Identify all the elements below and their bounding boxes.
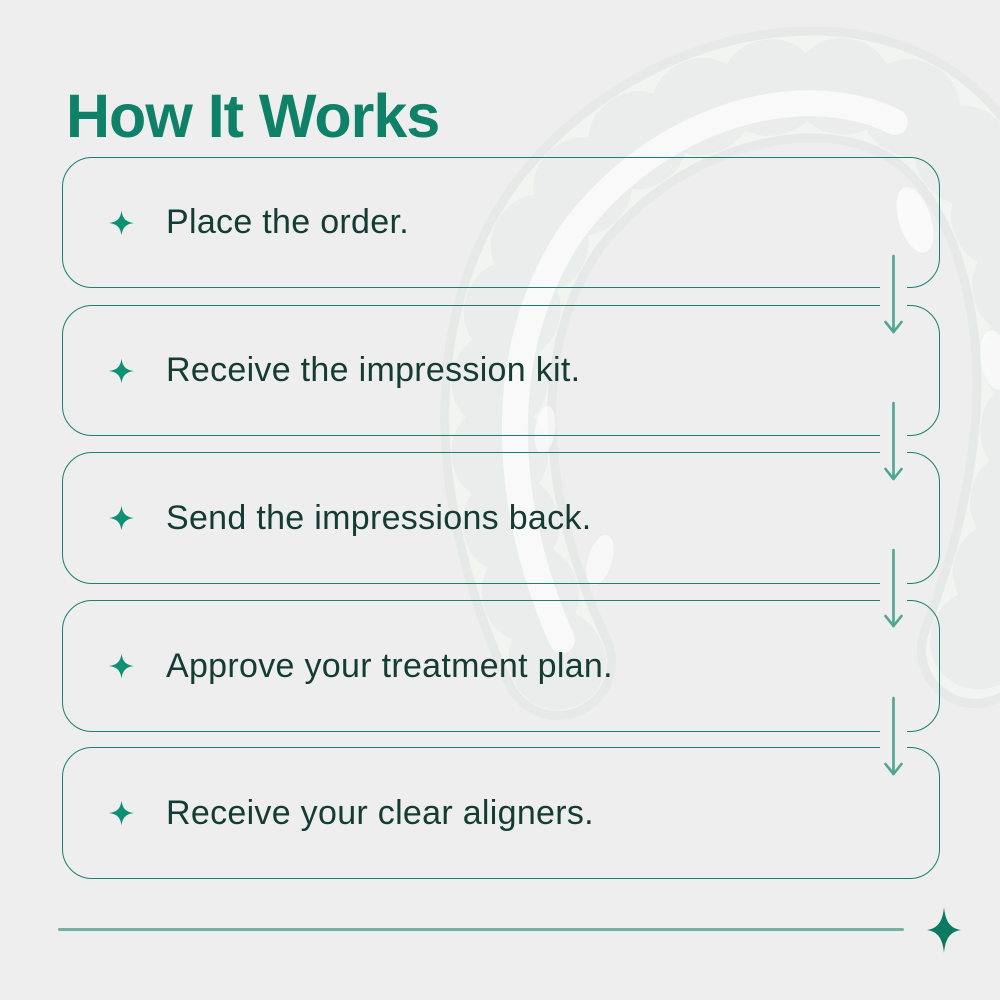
- down-arrow-icon: [884, 401, 903, 481]
- step-label-5: Receive your clear aligners.: [166, 793, 594, 832]
- sparkle-icon: [109, 505, 134, 531]
- footer-divider-line: [58, 928, 904, 931]
- step-label-3: Send the impressions back.: [166, 498, 592, 537]
- sparkle-icon: [109, 653, 134, 679]
- step-label-1: Place the order.: [166, 203, 409, 241]
- down-arrow-icon: [884, 548, 903, 628]
- down-arrow-icon: [884, 254, 903, 334]
- sparkle-icon: [109, 210, 134, 235]
- step-label-2: Receive the impression kit.: [166, 351, 581, 389]
- down-arrow-icon: [884, 696, 903, 776]
- step-box-2: Receive the impression kit.: [62, 305, 940, 436]
- step-box-5: Receive your clear aligners.: [62, 747, 940, 879]
- step-box-3: Send the impressions back.: [62, 452, 940, 584]
- footer-sparkle-icon: [927, 907, 961, 953]
- step-box-4: Approve your treatment plan.: [62, 600, 940, 732]
- page-title: How It Works: [66, 81, 440, 150]
- step-label-4: Approve your treatment plan.: [166, 646, 613, 685]
- step-box-1: Place the order.: [62, 157, 940, 288]
- sparkle-icon: [109, 358, 134, 383]
- sparkle-icon: [109, 800, 134, 826]
